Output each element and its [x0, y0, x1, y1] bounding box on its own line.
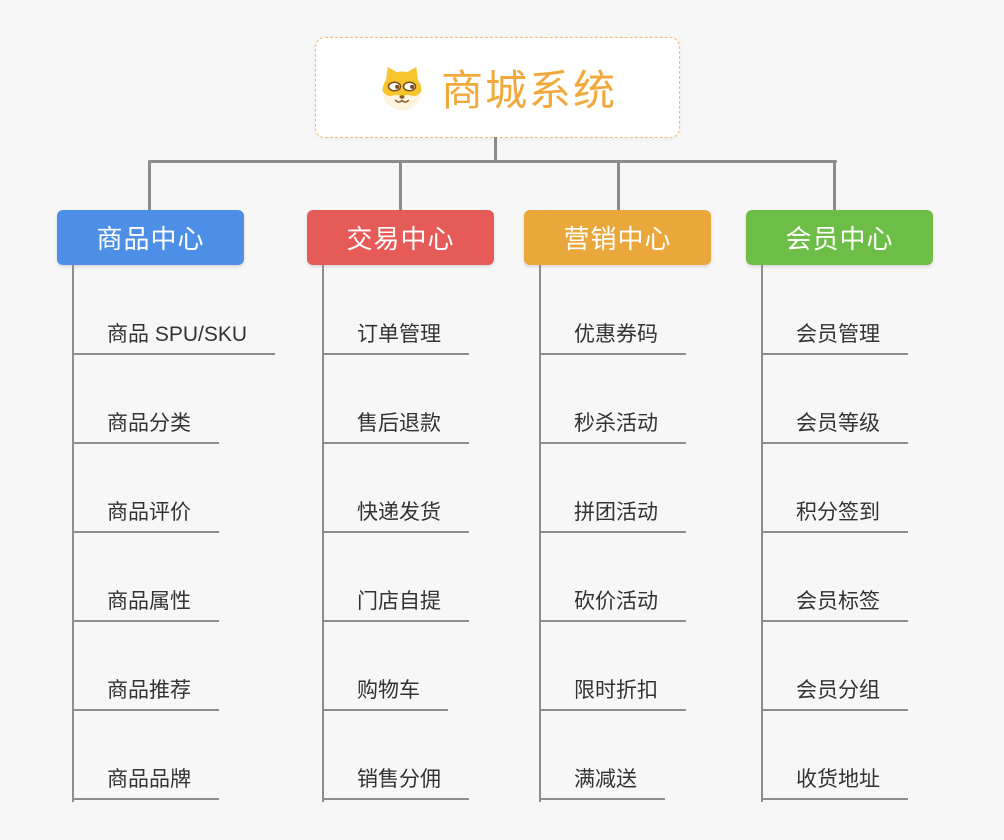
leaf-topic[interactable]: 商品 SPU/SKU — [72, 317, 276, 355]
branch-topic-3[interactable]: 营销中心 — [524, 210, 711, 265]
leaf-topic[interactable]: 销售分佣 — [322, 762, 469, 800]
leaf-topic[interactable]: 商品分类 — [72, 406, 219, 444]
leaf-topic[interactable]: 砍价活动 — [539, 584, 686, 622]
branch-4: 会员中心 会员管理会员等级积分签到会员标签会员分组收货地址 — [746, 210, 996, 810]
leaf-topic[interactable]: 限时折扣 — [539, 673, 686, 711]
leaf-topic[interactable]: 会员等级 — [761, 406, 908, 444]
connector-drop-2 — [399, 161, 402, 212]
branch-label: 营销中心 — [563, 224, 672, 254]
branch-1: 商品中心 商品 SPU/SKU 商品分类商品评价商品属性商品推荐商品品牌 — [57, 210, 307, 810]
branch-label: 商品中心 — [96, 224, 205, 254]
branch-label: 交易中心 — [346, 224, 455, 254]
connector-drop-1 — [148, 161, 151, 212]
branch-connector-line — [322, 265, 324, 802]
branch-3: 营销中心 优惠券码秒杀活动拼团活动砍价活动限时折扣满减送 — [524, 210, 774, 810]
root-topic[interactable]: 商城系统 — [315, 37, 680, 138]
leaf-topic[interactable]: 拼团活动 — [539, 495, 686, 533]
branch-label: 会员中心 — [785, 224, 894, 254]
leaf-topic[interactable]: 商品评价 — [72, 495, 219, 533]
leaf-topic[interactable]: 积分签到 — [761, 495, 908, 533]
root-title: 商城系统 — [440, 67, 617, 114]
branch-connector-line — [72, 265, 74, 802]
branch-connector-line — [761, 265, 763, 802]
leaf-topic[interactable]: 商品品牌 — [72, 762, 219, 800]
leaf-topic[interactable]: 订单管理 — [322, 317, 469, 355]
leaf-topic[interactable]: 秒杀活动 — [539, 406, 686, 444]
leaf-topic[interactable]: 商品推荐 — [72, 673, 219, 711]
connector-drop-4 — [833, 161, 836, 212]
leaf-topic[interactable]: 会员管理 — [761, 317, 908, 355]
branch-topic-2[interactable]: 交易中心 — [307, 210, 494, 265]
branch-topic-4[interactable]: 会员中心 — [746, 210, 933, 265]
leaf-topic[interactable]: 会员标签 — [761, 584, 908, 622]
leaf-topic[interactable]: 商品属性 — [72, 584, 219, 622]
branch-2: 交易中心 订单管理售后退款快递发货门店自提购物车销售分佣 — [307, 210, 557, 810]
connector-drop-3 — [617, 161, 620, 212]
connector-horizontal-line — [148, 160, 837, 163]
branch-topic-1[interactable]: 商品中心 — [57, 210, 244, 265]
leaf-topic[interactable]: 满减送 — [539, 762, 665, 800]
leaf-topic[interactable]: 售后退款 — [322, 406, 469, 444]
connector-root-stem — [494, 137, 497, 162]
leaf-topic[interactable]: 门店自提 — [322, 584, 469, 622]
leaf-topic[interactable]: 购物车 — [322, 673, 448, 711]
dog-face-icon — [382, 66, 422, 110]
leaf-topic[interactable]: 优惠券码 — [539, 317, 686, 355]
leaf-topic[interactable]: 收货地址 — [761, 762, 908, 800]
leaf-topic[interactable]: 会员分组 — [761, 673, 908, 711]
leaf-topic[interactable]: 快递发货 — [322, 495, 469, 533]
branch-connector-line — [539, 265, 541, 802]
